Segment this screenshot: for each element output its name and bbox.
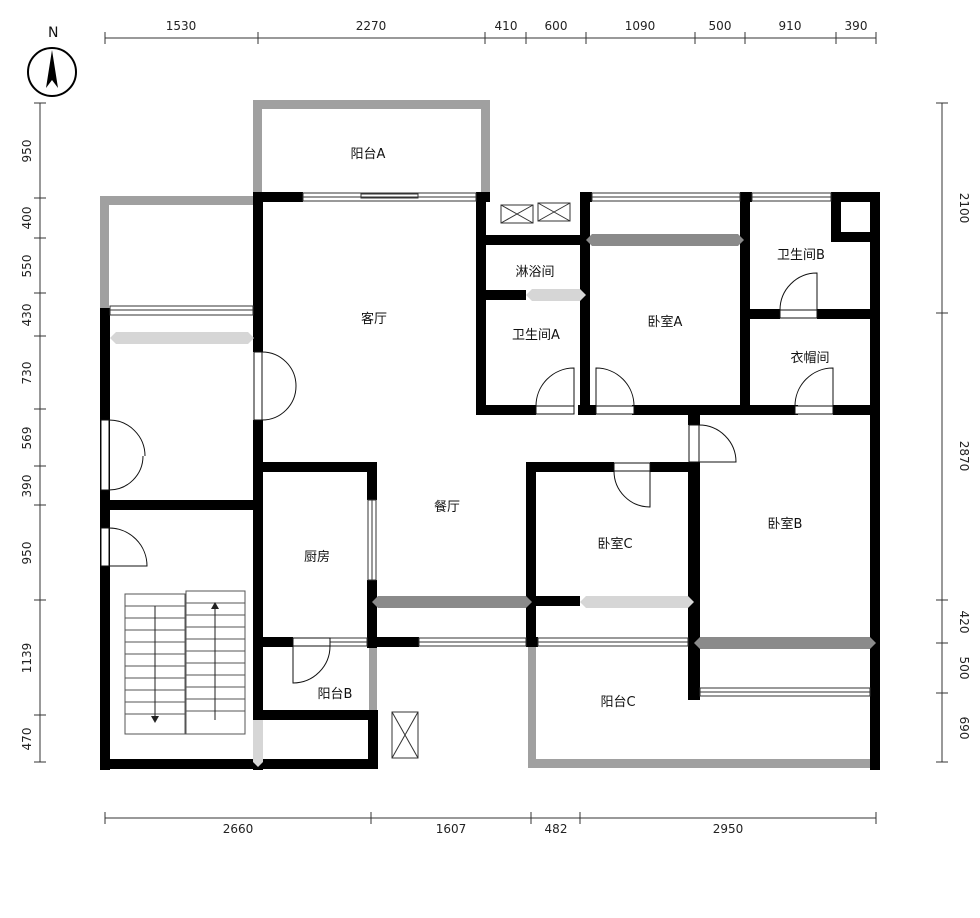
balcony-walls (100, 100, 878, 768)
dim-left-label: 950 (20, 542, 34, 565)
dimension-lines (34, 32, 948, 824)
room-label-bathroom-b: 卫生间B (777, 248, 825, 263)
room-label-closet: 衣帽间 (790, 350, 829, 366)
dim-left-label: 730 (20, 362, 34, 385)
room-label-balcony-b: 阳台B (318, 687, 353, 702)
compass-label: N (48, 25, 58, 41)
dim-right-label: 500 (957, 657, 971, 680)
dim-left-label: 470 (20, 728, 34, 751)
dim-right-label: 690 (957, 717, 971, 740)
top-dimension-labels: 1530 2270 410 600 1090 500 910 390 (166, 19, 868, 33)
room-label-balcony-a: 阳台A (351, 147, 386, 162)
dim-top-label: 390 (845, 19, 868, 33)
room-label-shower: 淋浴间 (515, 265, 554, 280)
dim-left-label: 400 (20, 207, 34, 230)
dim-right-label: 420 (957, 611, 971, 634)
dim-left-label: 390 (20, 475, 34, 498)
doors (100, 272, 834, 684)
dim-left-label: 569 (20, 427, 34, 450)
dim-bottom-label: 2950 (713, 822, 744, 836)
north-compass-icon: N (27, 25, 77, 97)
room-label-dining: 餐厅 (434, 499, 460, 515)
room-label-bedroom-c: 卧室C (597, 536, 632, 552)
dim-top-label: 1530 (166, 19, 197, 33)
room-label-bedroom-a: 卧室A (648, 314, 683, 330)
dim-top-label: 910 (779, 19, 802, 33)
dim-left-label: 550 (20, 255, 34, 278)
dim-left-label: 1139 (20, 643, 34, 674)
room-label-kitchen: 厨房 (304, 549, 330, 565)
dim-right-label: 2100 (957, 193, 971, 224)
room-label-living-room: 客厅 (361, 311, 387, 327)
dim-right-label: 2870 (957, 441, 971, 472)
structural-walls (100, 192, 880, 770)
bottom-dimension-labels: 2660 1607 482 2950 (223, 822, 744, 836)
windows (109, 192, 871, 697)
room-label-bedroom-b: 卧室B (768, 516, 803, 532)
room-label-balcony-c: 阳台C (600, 695, 635, 710)
dim-top-label: 410 (495, 19, 518, 33)
dim-left-label: 950 (20, 140, 34, 163)
sliding-partitions (110, 234, 876, 767)
dim-bottom-label: 482 (545, 822, 568, 836)
left-dimension-labels: 950 400 550 430 730 569 390 950 1139 470 (20, 140, 34, 751)
room-label-bathroom-a: 卫生间A (512, 328, 560, 343)
dim-left-label: 430 (20, 304, 34, 327)
staircase (124, 590, 246, 735)
dim-top-label: 500 (709, 19, 732, 33)
dim-top-label: 600 (545, 19, 568, 33)
dim-top-label: 1090 (625, 19, 656, 33)
dim-bottom-label: 1607 (436, 822, 467, 836)
dim-top-label: 2270 (356, 19, 387, 33)
dim-bottom-label: 2660 (223, 822, 254, 836)
right-dimension-labels: 2100 2870 420 500 690 (957, 193, 971, 740)
shaft-boxes (391, 202, 571, 759)
room-labels: 阳台A 客厅 淋浴间 卫生间A 卧室A 卫生间B 衣帽间 餐厅 厨房 卧室C 卧… (304, 147, 830, 710)
